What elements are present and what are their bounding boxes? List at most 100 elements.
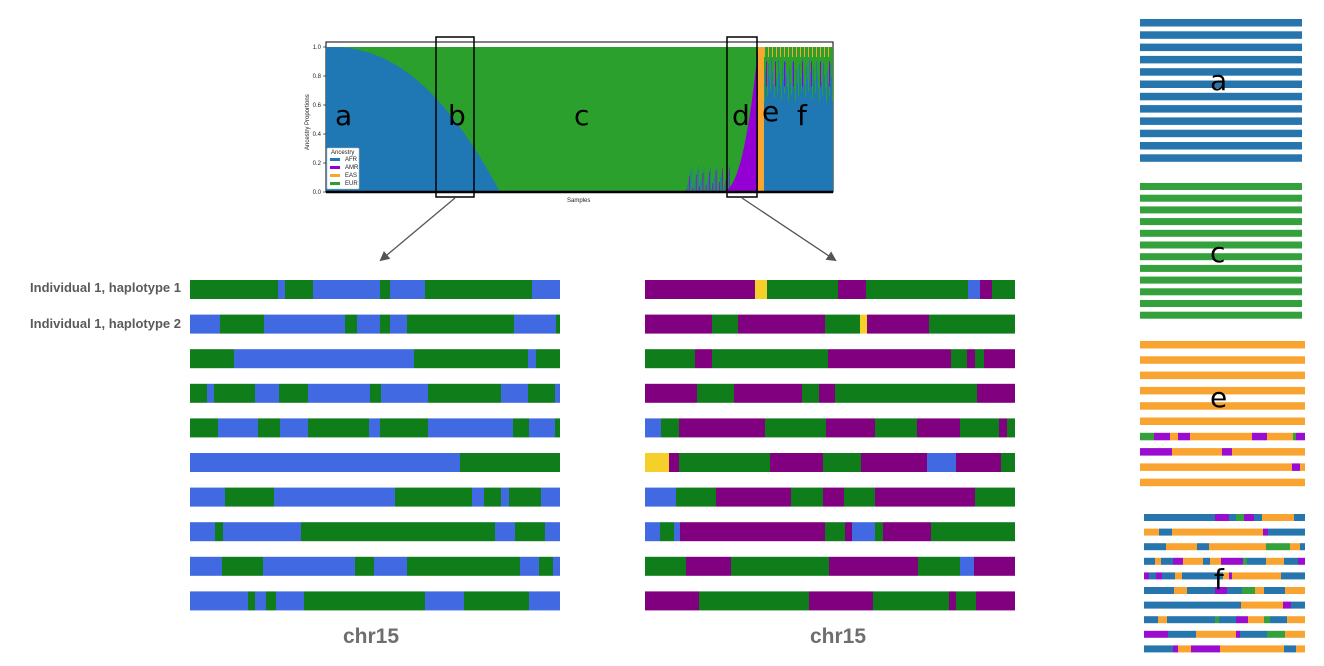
tile-segment (1252, 432, 1267, 441)
area-afr-spike (776, 78, 777, 103)
haplotype-segment (460, 453, 560, 472)
y-axis-label: Ancestry Proportions (305, 94, 311, 150)
haplotype-segment (190, 591, 248, 611)
haplotype-segment (738, 314, 825, 334)
area-eas-spike (824, 47, 825, 57)
area-afr-spike (789, 68, 790, 103)
area-eas-spike (780, 47, 781, 57)
area-eas-spike (828, 47, 829, 57)
tile-segment (1291, 601, 1305, 609)
y-tick-label: 1.0 (313, 45, 322, 51)
tile-segment (1284, 645, 1296, 653)
haplotype-segment (645, 522, 660, 542)
area-afr-spike (800, 77, 801, 103)
area-noise (724, 184, 726, 193)
area-afr-spike (811, 86, 812, 103)
haplotype-segment (676, 487, 716, 507)
area-amr-spike (802, 61, 803, 87)
haplotype-segment (861, 453, 927, 472)
haplotype-segment (190, 418, 218, 438)
area-noise (689, 176, 690, 192)
tile-segment (1255, 587, 1264, 594)
haplotype-segment (826, 418, 875, 438)
tile-stripe (1140, 43, 1302, 52)
haplotype-segment (255, 383, 279, 403)
haplotype-segment (495, 522, 515, 542)
haplotype-segment (956, 591, 976, 611)
area-afr-spike (822, 94, 823, 103)
haplotype-segment (276, 591, 304, 611)
tile-stripe (1140, 68, 1302, 76)
haplotype-segment (883, 522, 931, 542)
tile-segment (1187, 587, 1215, 594)
tile-segment (1232, 448, 1305, 456)
area-afr-spike (806, 65, 807, 103)
haplotype-segment (828, 349, 951, 369)
tile-segment (1270, 616, 1287, 624)
haplotype-panel-d (645, 280, 1015, 611)
area-afr-spike (808, 92, 809, 103)
haplotype-segment (931, 522, 1015, 542)
area-afr-spike (780, 86, 781, 103)
haplotype-segment (514, 314, 556, 334)
tile-stripe (1140, 241, 1302, 249)
haplotype-segment (190, 522, 215, 542)
tile-segment (1236, 616, 1248, 624)
legend-swatch-afr (330, 158, 340, 161)
haplotype-segment (215, 522, 223, 542)
haplotype-segment (484, 487, 501, 507)
tile-segment (1140, 341, 1305, 349)
ancestry-chart: 0.00.20.40.60.81.0 Ancestry Proportions … (305, 36, 834, 204)
tile-segment (1144, 543, 1166, 551)
haplotype-segment (791, 487, 823, 507)
haplotype-segment (501, 383, 528, 403)
haplotype-segment (308, 383, 370, 403)
haplotype-segment (734, 383, 802, 403)
haplotype-segment (823, 453, 861, 472)
haplotype-segment (867, 314, 929, 334)
area-afr-spike (825, 89, 826, 103)
area-afr-spike (796, 70, 797, 103)
area-noise (690, 171, 692, 192)
tile-segment (1264, 616, 1270, 624)
haplotype-segment (679, 453, 770, 472)
area-afr-spike (772, 71, 773, 103)
haplotype-segment (553, 556, 560, 576)
area-eas-spike (792, 47, 793, 57)
haplotype-segment (390, 314, 407, 334)
tile-segment (1220, 645, 1284, 653)
haplotype-segment (967, 349, 975, 369)
area-afr-spike (787, 87, 788, 103)
tile-stripe (1140, 183, 1302, 190)
area-noise (709, 171, 710, 192)
haplotype-segment (949, 591, 956, 611)
haplotype-segment (513, 418, 529, 438)
haplotype-segment (258, 418, 280, 438)
haplotype-segment (669, 453, 679, 472)
tile-segment (1140, 478, 1305, 487)
area-eas-spike (796, 47, 797, 57)
area-eas-spike (812, 47, 813, 57)
haplotype-segment (695, 349, 712, 369)
haplotype-segment (999, 418, 1007, 438)
zoom-arrow-d (741, 197, 837, 262)
tile-stripe (1140, 117, 1302, 125)
area-afr-spike (768, 64, 769, 103)
haplotype-segment (875, 418, 917, 438)
tile-stripe (1140, 253, 1302, 261)
area-afr-spike (804, 84, 805, 103)
area-afr-spike (785, 61, 786, 103)
haplotype-segment (528, 383, 555, 403)
tile-segment (1298, 557, 1305, 565)
tile-segment (1144, 528, 1159, 536)
haplotype-segment (190, 383, 207, 403)
tile-segment (1140, 386, 1305, 395)
y-tick-label: 0.4 (313, 132, 322, 138)
area-afr-spike (797, 83, 798, 103)
haplotype-segment (712, 349, 828, 369)
area-noise (702, 173, 704, 193)
area-amr (720, 49, 758, 193)
tile-segment (1144, 572, 1149, 580)
y-tick-label: 0.2 (313, 161, 322, 167)
area-afr-spike (810, 73, 811, 103)
